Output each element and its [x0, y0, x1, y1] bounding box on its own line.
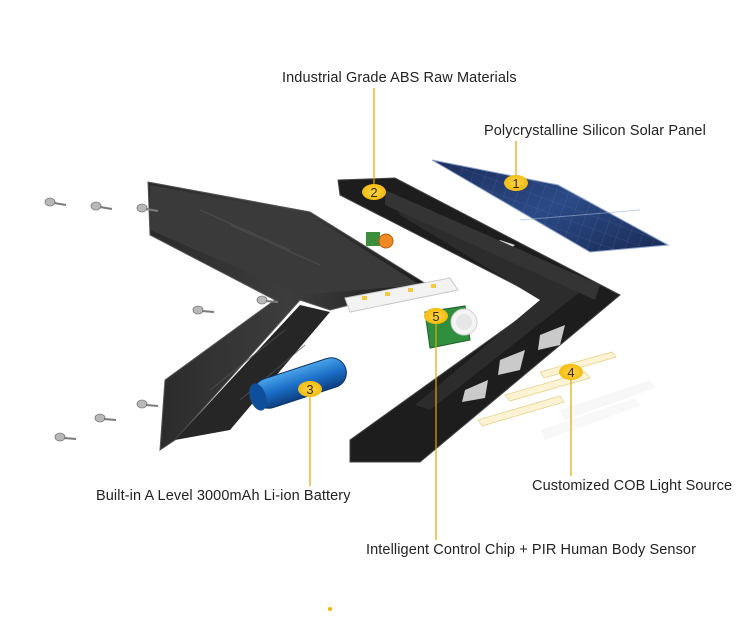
screw — [256, 295, 279, 305]
switch-component — [366, 232, 394, 249]
screw — [54, 432, 77, 442]
callout-marker-2: 2 — [362, 184, 386, 200]
led-strip — [344, 277, 459, 313]
callout-marker-1: 1 — [504, 175, 528, 191]
callout-number-4: 4 — [567, 365, 574, 380]
callout-label-5: Intelligent Control Chip + PIR Human Bod… — [366, 542, 697, 558]
callout-label-1: Polycrystalline Silicon Solar Panel — [484, 123, 706, 139]
battery — [249, 357, 347, 411]
screw — [192, 305, 215, 315]
callout-marker-5: 5 — [424, 308, 448, 324]
callout-number-3: 3 — [306, 382, 313, 397]
decorative-dot — [328, 607, 332, 611]
callout-label-3: Built-in A Level 3000mAh Li-ion Battery — [96, 488, 351, 504]
screw — [136, 203, 159, 213]
screw — [136, 399, 159, 409]
front-frame — [337, 177, 621, 463]
back-shell — [147, 181, 430, 451]
screws — [44, 197, 279, 442]
screw — [94, 413, 117, 423]
screw — [44, 197, 67, 207]
callout-number-5: 5 — [432, 309, 439, 324]
callout-marker-4: 4 — [559, 364, 583, 380]
screw — [90, 201, 113, 211]
leader-lines — [309, 88, 572, 540]
callout-number-2: 2 — [370, 185, 377, 200]
callout-marker-3: 3 — [298, 381, 322, 397]
callout-label-4: Customized COB Light Source — [532, 478, 733, 494]
callout-number-1: 1 — [512, 176, 519, 191]
callout-label-2: Industrial Grade ABS Raw Materials — [282, 70, 517, 86]
